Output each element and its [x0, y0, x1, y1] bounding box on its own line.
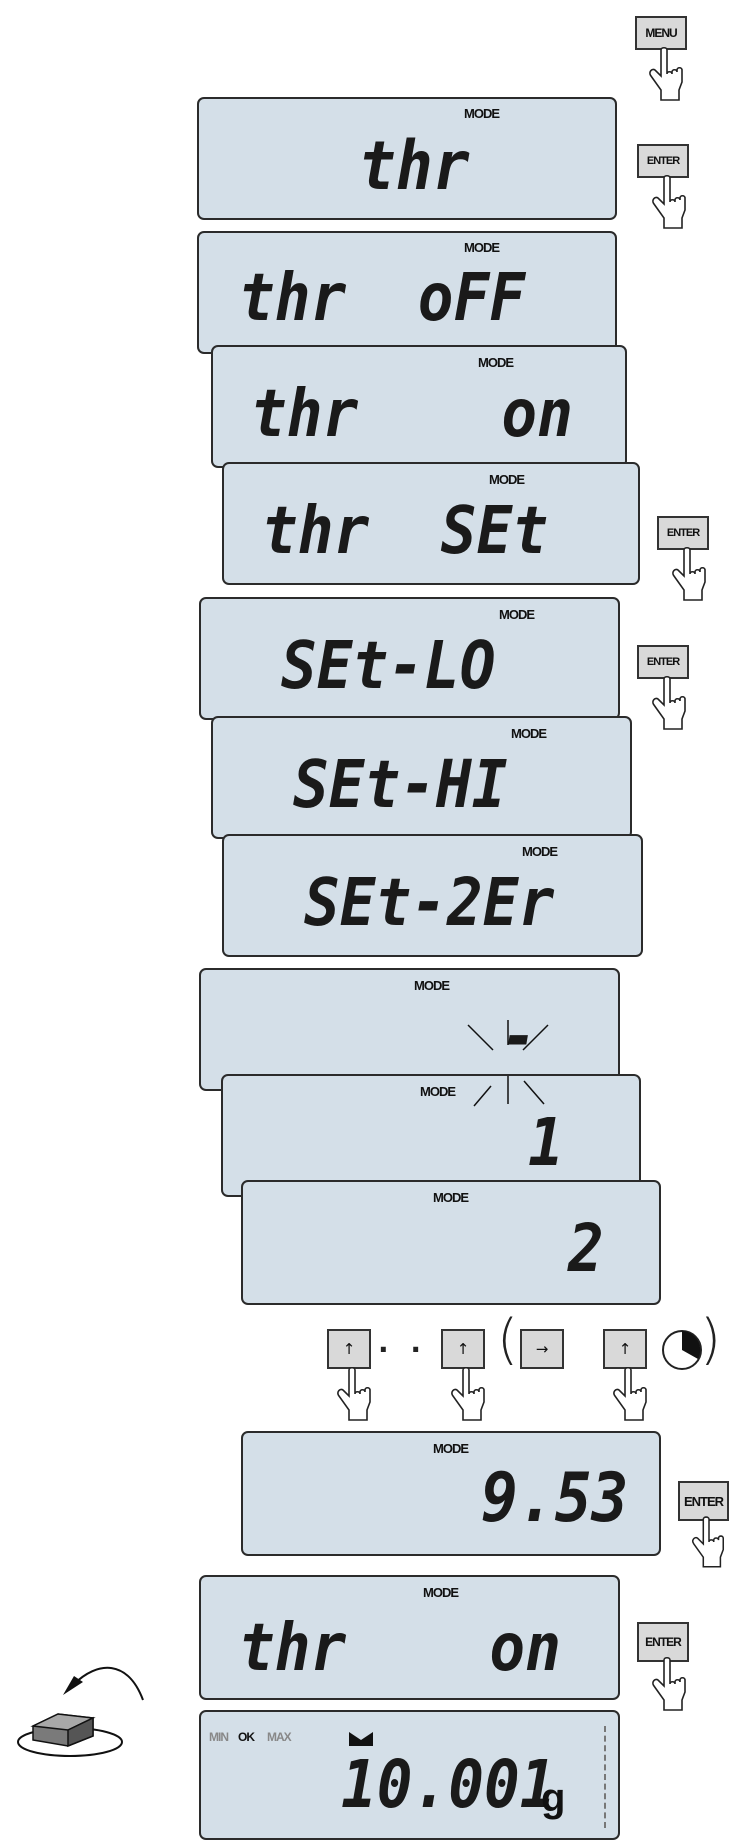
enter-key[interactable]: ENTER — [678, 1481, 729, 1521]
hand-press-icon — [652, 174, 686, 229]
open-paren: ( — [497, 1308, 519, 1371]
repeat-dots: · · · — [378, 1333, 460, 1366]
ok-indicator: OK — [238, 1730, 255, 1744]
bargraph — [604, 1726, 612, 1828]
enter-key[interactable]: ENTER — [637, 144, 689, 178]
mode-label: MODE — [489, 472, 525, 487]
right-key[interactable]: → — [520, 1329, 564, 1369]
hand-press-icon — [692, 1516, 725, 1568]
hand-press-icon — [451, 1366, 485, 1421]
mode-label: MODE — [433, 1441, 469, 1456]
timer-icon — [662, 1330, 702, 1370]
display-text: thr — [359, 127, 470, 206]
up-key[interactable]: ↑ — [603, 1329, 647, 1369]
min-indicator: MIN — [209, 1730, 229, 1744]
blink-rays-icon — [467, 1020, 549, 1051]
hand-press-icon — [649, 46, 683, 101]
max-indicator: MAX — [267, 1730, 292, 1744]
display-text: 1 — [528, 1104, 564, 1181]
display-text: 2 — [568, 1210, 604, 1287]
hand-press-icon — [652, 675, 686, 730]
enter-key[interactable]: ENTER — [657, 516, 709, 550]
display-thr-off: MODE thr oFF — [197, 231, 617, 354]
display-text: - — [501, 998, 537, 1075]
mode-label: MODE — [511, 726, 547, 741]
mode-label: MODE — [499, 607, 535, 622]
mode-label: MODE — [420, 1084, 456, 1099]
menu-key[interactable]: MENU — [635, 16, 687, 50]
hand-press-icon — [337, 1366, 371, 1421]
display-text: SEt-2Er — [304, 864, 555, 941]
display-text: thr SEt — [262, 492, 549, 569]
stable-indicator-icon — [349, 1732, 373, 1746]
load-weight-icon — [17, 1666, 144, 1757]
weight-unit: g — [541, 1776, 566, 1820]
up-key[interactable]: ↑ — [441, 1329, 485, 1369]
hand-press-icon — [652, 1656, 686, 1711]
blink-rays-icon — [473, 1076, 545, 1107]
mode-label: MODE — [423, 1585, 459, 1600]
enter-key[interactable]: ENTER — [637, 645, 689, 679]
mode-label: MODE — [433, 1190, 469, 1205]
display-text: 9.53 — [481, 1459, 629, 1538]
display-weighing: MIN OK MAX 10.001 g — [199, 1710, 620, 1840]
mode-label: MODE — [414, 978, 450, 993]
display-digit-1: MODE 1 — [221, 1074, 641, 1197]
display-text: SEt-HI — [293, 746, 508, 823]
weight-value: 10.001 — [341, 1746, 556, 1823]
display-set-hi: MODE SEt-HI — [211, 716, 632, 839]
mode-label: MODE — [478, 355, 514, 370]
display-text: thr oFF — [239, 259, 526, 336]
enter-key[interactable]: ENTER — [637, 1622, 689, 1662]
mode-label: MODE — [464, 240, 500, 255]
hand-press-icon — [613, 1366, 647, 1421]
close-paren: ) — [700, 1308, 722, 1371]
display-threshold-value: MODE 9.53 — [241, 1431, 661, 1556]
up-key[interactable]: ↑ — [327, 1329, 371, 1369]
mode-label: MODE — [522, 844, 558, 859]
display-set-zer: MODE SEt-2Er — [222, 834, 643, 957]
display-text: thr on — [251, 375, 573, 452]
display-thr: MODE thr — [197, 97, 617, 220]
display-thr-on-final: MODE thr on — [199, 1575, 620, 1700]
display-blink: MODE - — [199, 968, 620, 1091]
display-thr-on: MODE thr on — [211, 345, 627, 468]
mode-label: MODE — [464, 106, 500, 121]
hand-press-icon — [672, 546, 706, 601]
display-set-lo: MODE SEt-LO — [199, 597, 620, 720]
display-thr-set: MODE thr SEt — [222, 462, 640, 585]
display-text: SEt-LO — [281, 627, 496, 704]
display-digit-2: MODE 2 — [241, 1180, 661, 1305]
display-text: thr on — [239, 1609, 561, 1686]
